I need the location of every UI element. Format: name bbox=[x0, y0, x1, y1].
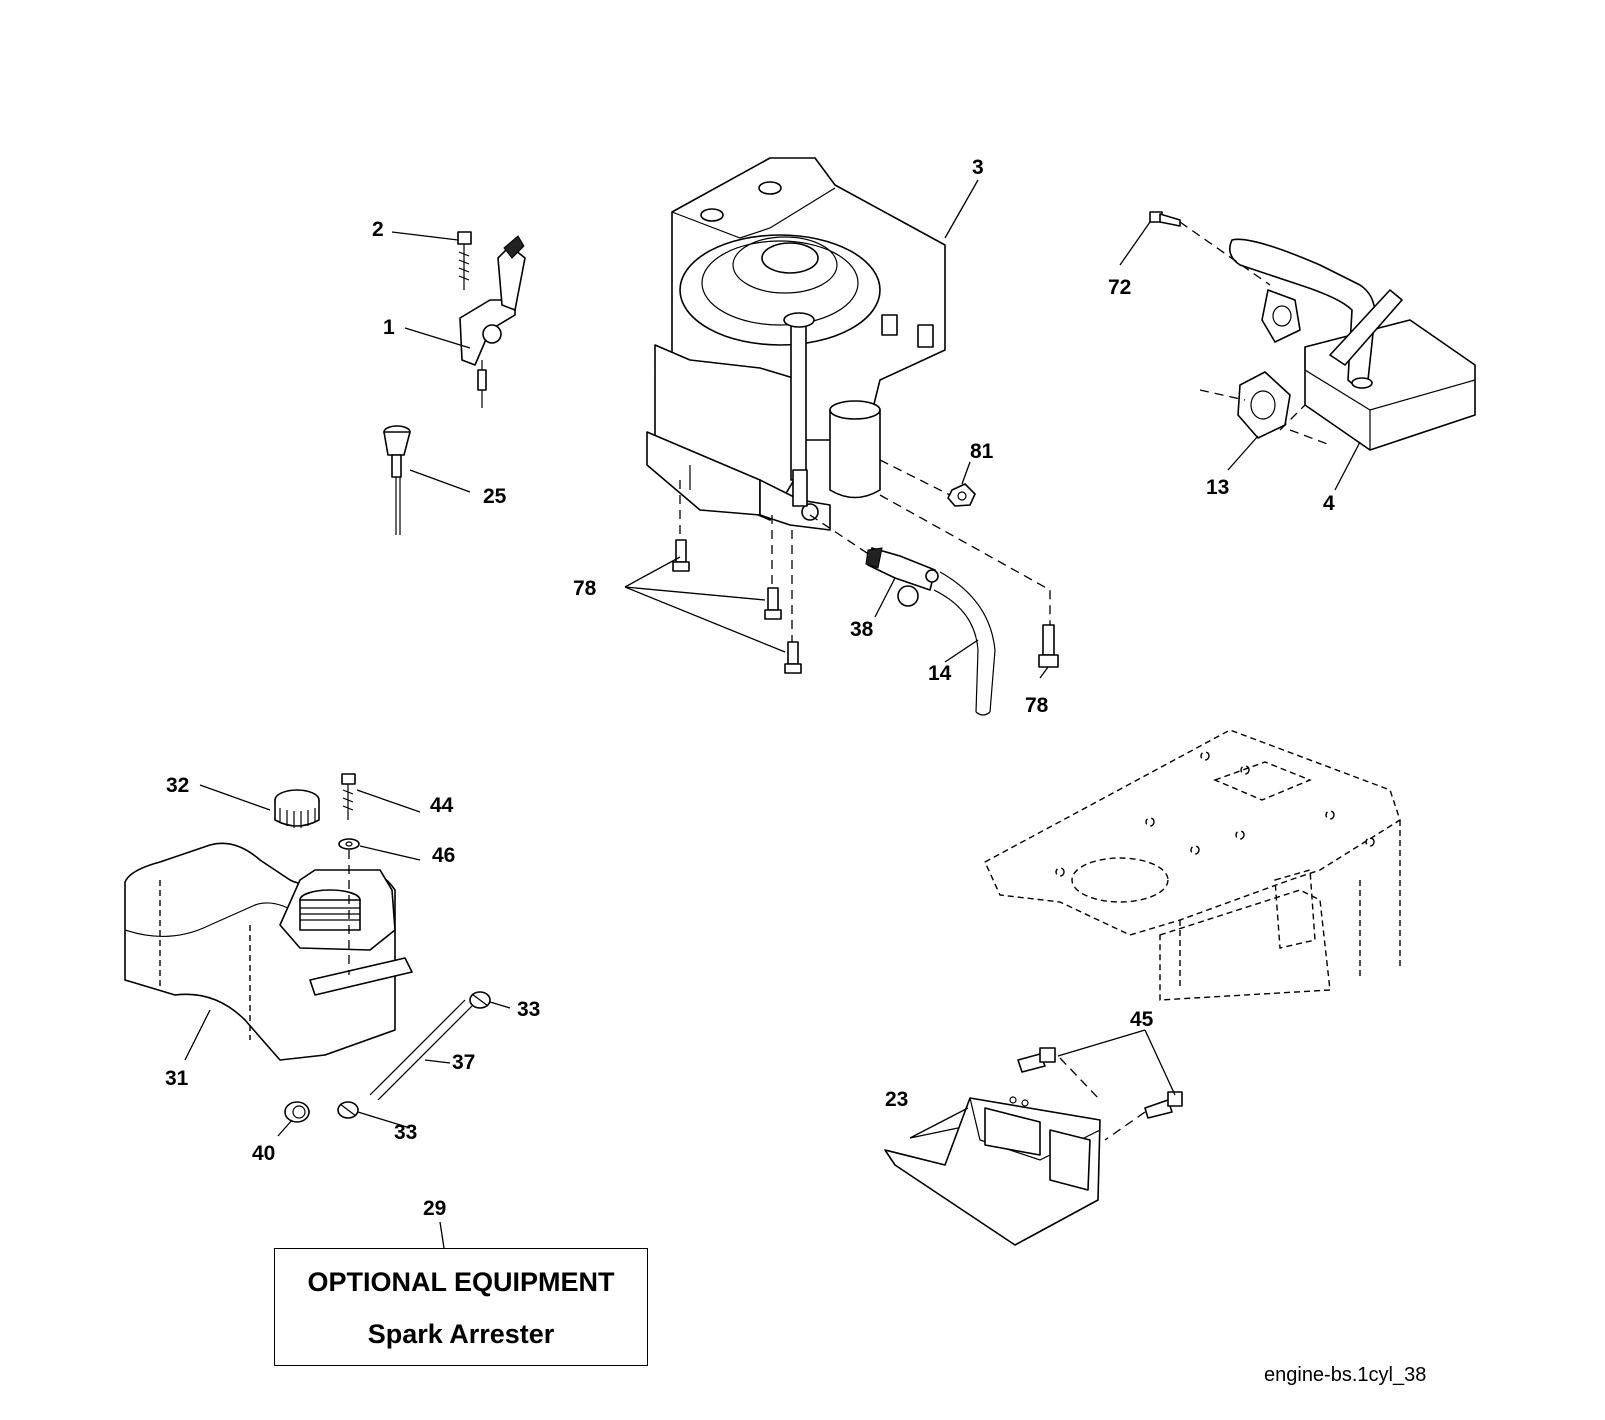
callout-81: 81 bbox=[970, 440, 994, 463]
screw-44 bbox=[341, 773, 356, 820]
callout-3: 3 bbox=[972, 156, 984, 179]
bolt-78b bbox=[764, 587, 782, 620]
oil-drain-hose bbox=[933, 571, 996, 716]
callout-13: 13 bbox=[1206, 476, 1229, 499]
callout-29: 29 bbox=[423, 1197, 446, 1220]
callout-37: 37 bbox=[452, 1051, 475, 1074]
optional-equipment-title: OPTIONAL EQUIPMENT bbox=[307, 1267, 615, 1297]
bolt-78c bbox=[784, 641, 802, 674]
bolt-45-lower bbox=[1144, 1091, 1183, 1119]
callout-33-lower: 33 bbox=[394, 1121, 417, 1144]
assembly-paths bbox=[679, 221, 1331, 1141]
callout-1: 1 bbox=[383, 316, 395, 339]
screw-2 bbox=[457, 231, 472, 290]
optional-equipment-item: Spark Arrester bbox=[367, 1319, 555, 1349]
gasket-13 bbox=[1237, 371, 1291, 439]
callout-78-left: 78 bbox=[573, 577, 597, 600]
bolt-72 bbox=[1149, 211, 1181, 227]
heat-shield bbox=[884, 1096, 1101, 1246]
callout-4: 4 bbox=[1323, 492, 1335, 515]
muffler bbox=[1229, 238, 1476, 451]
choke-knob bbox=[383, 425, 411, 535]
callout-78-right: 78 bbox=[1025, 694, 1049, 717]
file-reference: engine-bs.1cyl_38 bbox=[1264, 1364, 1427, 1386]
nut-81 bbox=[947, 483, 976, 507]
callout-14: 14 bbox=[928, 662, 952, 685]
fuel-tank bbox=[124, 842, 413, 1061]
callout-2: 2 bbox=[372, 218, 384, 241]
callout-32: 32 bbox=[166, 774, 189, 797]
callout-46: 46 bbox=[432, 844, 455, 867]
bolt-78a bbox=[672, 539, 690, 572]
callout-33-upper: 33 bbox=[517, 998, 540, 1021]
callout-45: 45 bbox=[1130, 1008, 1154, 1031]
callout-25: 25 bbox=[483, 485, 507, 508]
fuel-line bbox=[369, 999, 473, 1101]
grommet-40 bbox=[284, 1101, 310, 1123]
engine bbox=[646, 157, 946, 531]
oil-drain-valve bbox=[865, 547, 939, 607]
callout-23: 23 bbox=[885, 1088, 908, 1111]
throttle-control bbox=[459, 235, 526, 408]
callout-40: 40 bbox=[252, 1142, 275, 1165]
hose-clamp-lower bbox=[337, 1101, 359, 1119]
callout-31: 31 bbox=[165, 1067, 189, 1090]
optional-equipment-box: OPTIONAL EQUIPMENT Spark Arrester bbox=[274, 1248, 648, 1366]
bolt-45-upper bbox=[1017, 1047, 1056, 1073]
callout-38: 38 bbox=[850, 618, 874, 641]
callout-44: 44 bbox=[430, 794, 454, 817]
bolt-78d bbox=[1038, 624, 1059, 668]
fuel-cap bbox=[274, 789, 320, 828]
washer-46 bbox=[338, 838, 360, 850]
callout-labels: 1 2 3 4 13 14 23 25 29 31 32 33 33 37 38… bbox=[165, 156, 1335, 1220]
leader-lines bbox=[184, 179, 1361, 1249]
hose-clamp-upper bbox=[469, 991, 491, 1009]
callout-72: 72 bbox=[1108, 276, 1131, 299]
mower-frame bbox=[984, 729, 1401, 1001]
